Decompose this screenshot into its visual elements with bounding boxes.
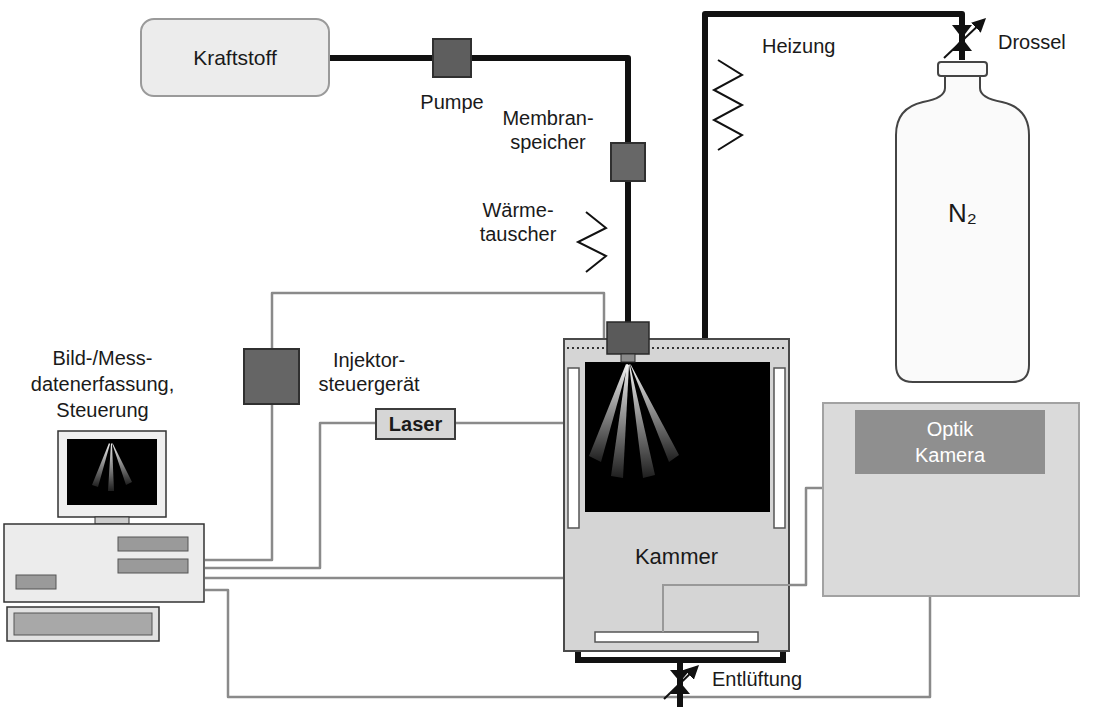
pipe — [330, 55, 432, 61]
signal-wire — [790, 488, 822, 585]
injector-nozzle — [621, 354, 635, 362]
node-text: Optik Kamera — [910, 416, 990, 468]
valve-body — [952, 25, 972, 38]
keyboard-keys — [14, 613, 152, 635]
monitor-stand — [95, 517, 129, 524]
drive-bay — [118, 537, 188, 551]
pump-box: Pumpe — [432, 38, 472, 78]
camera-box: Optik Kamera — [822, 402, 1080, 597]
bottle-body — [896, 76, 1029, 382]
part-label: Heizung — [762, 34, 872, 58]
camera-light-path — [663, 585, 790, 632]
part-label: Drossel — [998, 30, 1098, 54]
heater-coil — [714, 60, 742, 150]
nitrogen-bottle: N₂ — [893, 60, 1032, 385]
observation-window — [585, 362, 770, 512]
spray-plume — [611, 364, 629, 478]
chamber-lid-line — [567, 347, 786, 349]
monitor-frame — [58, 431, 166, 517]
computer: Bild-/Mess- datenerfassung, Steuerung — [0, 345, 205, 645]
signal-wire — [205, 405, 272, 560]
label-slot: Entlüftung — [712, 667, 842, 691]
chamber: Kammer — [563, 338, 790, 652]
spray-plume — [629, 364, 655, 478]
vent-manifold — [578, 652, 783, 660]
pipe — [625, 182, 631, 338]
node-text: Membran- speicher — [498, 106, 598, 154]
node-text: Kammer — [563, 544, 790, 570]
heat-exchanger-coil — [578, 212, 606, 272]
signal-wire — [205, 423, 375, 568]
label-slot: Wärme- tauscher — [468, 198, 568, 246]
side-window — [774, 368, 785, 528]
screen-spray — [112, 443, 132, 485]
bottle-cap — [938, 62, 987, 76]
spray-plume — [630, 364, 679, 462]
injector-controller-box: Injektor- steuergerät — [243, 348, 300, 405]
computer-case — [4, 524, 204, 602]
pipe — [472, 58, 628, 142]
injector-body — [607, 322, 649, 354]
accumulator-box: Membran- speicher — [610, 142, 646, 182]
drive-bay — [118, 559, 188, 573]
node-text: N₂ — [893, 198, 1032, 228]
keyboard — [7, 607, 159, 641]
adjust-arrow — [664, 667, 697, 699]
lens-panel: Optik Kamera — [855, 410, 1045, 474]
adjust-arrow — [944, 20, 984, 58]
label-slot: Drossel — [998, 30, 1098, 54]
node-text: Pumpe — [402, 90, 502, 114]
chamber-housing — [564, 339, 789, 651]
node-text: Injektor- steuergerät — [310, 348, 428, 396]
signal-wire — [272, 293, 604, 348]
signal-wire — [456, 422, 563, 425]
part-label: Entlüftung — [712, 667, 842, 691]
side-window — [568, 368, 579, 528]
node-text: Kraftstoff — [193, 46, 277, 70]
bottom-window — [595, 632, 758, 642]
chamber-drawing — [563, 338, 790, 652]
node-text: Bild-/Mess- datenerfassung, Steuerung — [15, 345, 190, 423]
label-slot: Heizung — [762, 34, 872, 58]
fuel-tank-box: Kraftstoff — [140, 18, 330, 97]
monitor-screen — [67, 439, 157, 505]
screen-spray — [108, 443, 114, 491]
signal-wire — [205, 577, 563, 580]
part-label: Wärme- tauscher — [468, 198, 568, 246]
laser-box: Laser — [375, 408, 456, 440]
throttle-valve — [944, 20, 984, 58]
screen-spray — [92, 443, 110, 487]
case-vent — [16, 575, 56, 589]
node-text: Laser — [389, 412, 442, 436]
